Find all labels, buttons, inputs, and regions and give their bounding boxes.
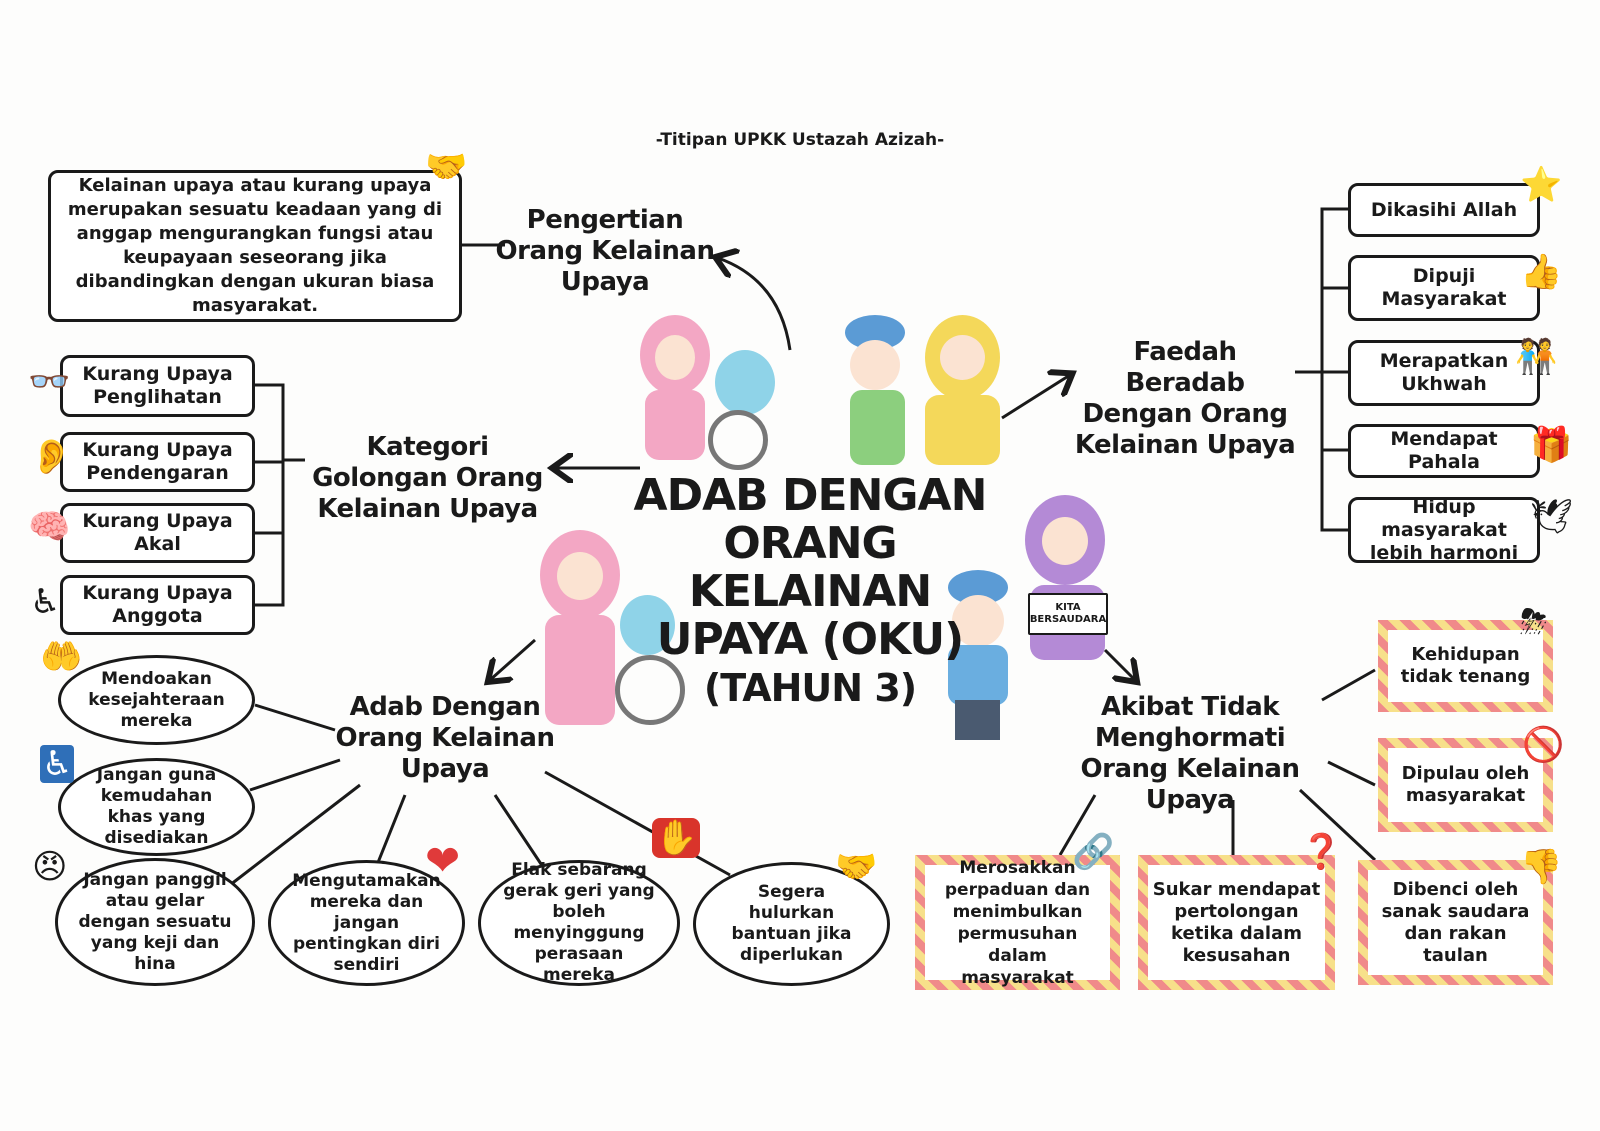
adab-title: Adab Dengan Orang Kelainan Upaya <box>335 692 555 784</box>
glasses-icon: 👓 <box>28 362 71 402</box>
faedah-item: Dikasihi Allah <box>1348 183 1540 237</box>
main-title-line: ADAB DENGAN <box>633 470 988 521</box>
main-title: ADAB DENGAN ORANG KELAINAN UPAYA (OKU) (… <box>600 472 1020 712</box>
akibat-item: Merosakkan perpaduan dan menimbulkan per… <box>915 855 1120 990</box>
adab-item: Jangan panggil atau gelar dengan sesuatu… <box>55 858 255 986</box>
people-together-icon: 🧑‍🤝‍🧑 <box>1515 337 1558 377</box>
akibat-title: Akibat Tidak Menghormati Orang Kelainan … <box>1080 692 1300 815</box>
faedah-item: Mendapat Pahala <box>1348 424 1540 478</box>
faedah-title: Faedah Beradab Dengan Orang Kelainan Upa… <box>1074 337 1296 460</box>
question-mark-icon: ❓ <box>1300 832 1343 872</box>
gift-icon: 🎁 <box>1530 425 1573 465</box>
faedah-item: Dipuji Masyarakat <box>1348 255 1540 321</box>
adab-item: Segera hulurkan bantuan jika diperlukan <box>693 862 890 986</box>
storm-cloud-icon: ⛈ <box>1520 602 1548 642</box>
dove-icon: 🕊 <box>1530 497 1574 537</box>
definition-box: Kelainan upaya atau kurang upaya merupak… <box>48 170 462 322</box>
akibat-item: Dipulau oleh masyarakat <box>1378 738 1553 832</box>
girl-wheelchair-illustration <box>540 530 700 730</box>
prohibited-person-icon: 🚫 <box>1522 725 1565 765</box>
thumbs-up-icon: 👍 <box>1520 252 1563 292</box>
main-title-line: ORANG KELAINAN <box>688 518 932 617</box>
akibat-item: Sukar mendapat pertolongan ketika dalam … <box>1138 855 1335 990</box>
pengertian-title: Pengertian Orang Kelainan Upaya <box>495 205 715 297</box>
handshake-icon: 🤝 <box>425 147 468 187</box>
faedah-item: Hidup masyarakat lebih harmoni <box>1348 496 1540 564</box>
thumbs-down-icon: 👎 <box>1520 847 1563 887</box>
heart-icon: ❤ <box>425 836 461 885</box>
children-walking-illustration <box>840 315 1010 465</box>
star-icon: ⭐ <box>1520 165 1563 205</box>
children-sign-illustration: KITA BERSAUDARA <box>930 495 1130 745</box>
main-title-line: UPAYA (OKU) <box>656 614 964 665</box>
angry-speech-icon: 😠 <box>32 847 68 887</box>
wheelchair-icon: ♿ <box>30 582 61 622</box>
kategori-item: Kurang Upaya Pendengaran <box>60 432 255 492</box>
kategori-item: Kurang Upaya Penglihatan <box>60 355 255 417</box>
children-wheelchair-illustration <box>630 315 800 470</box>
praying-hands-icon: 🤲 <box>40 637 83 677</box>
akibat-item: Dibenci oleh sanak saudara dan rakan tau… <box>1358 860 1553 985</box>
adab-item: Mengutamakan mereka dan jangan pentingka… <box>268 860 465 986</box>
accessibility-sign-icon: ♿ <box>40 744 75 784</box>
broken-chain-icon: 🔗 <box>1072 832 1115 872</box>
faedah-item: Merapatkan Ukhwah <box>1348 340 1540 406</box>
handshake-icon: 🤝 <box>835 847 878 887</box>
adab-item: Jangan guna kemudahan khas yang disediak… <box>58 758 255 856</box>
ear-icon: 👂 <box>30 437 73 477</box>
stop-hand-icon: ✋ <box>652 818 701 858</box>
kategori-title: Kategori Golongan Orang Kelainan Upaya <box>312 432 543 524</box>
kita-bersaudara-sign: KITA BERSAUDARA <box>1028 593 1108 635</box>
adab-item: Mendoakan kesejahteraan mereka <box>58 655 255 745</box>
main-title-line: (TAHUN 3) <box>703 666 917 710</box>
kategori-item: Kurang Upaya Akal <box>60 503 255 563</box>
brain-icon: 🧠 <box>28 507 71 547</box>
adab-item: Elak sebarang gerak geri yang boleh meny… <box>478 860 680 986</box>
credit-text: -Titipan UPKK Ustazah Azizah- <box>655 130 945 150</box>
akibat-item: Kehidupan tidak tenang <box>1378 620 1553 712</box>
kategori-item: Kurang Upaya Anggota <box>60 575 255 635</box>
